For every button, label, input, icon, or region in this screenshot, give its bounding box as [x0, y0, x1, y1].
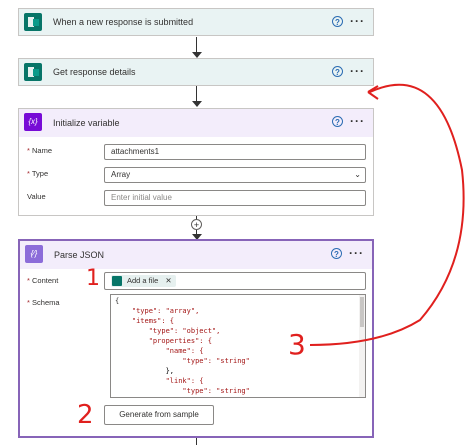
annotation-number-2: 2	[77, 400, 94, 430]
step-title: Get response details	[53, 67, 136, 77]
schema-line: "name": {	[115, 347, 204, 355]
schema-line: "type": "object",	[115, 327, 221, 335]
annotation-arrow-curve	[309, 83, 465, 346]
more-options-button[interactable]: ···	[350, 114, 365, 128]
schema-line: "type": "array",	[115, 307, 200, 315]
connector-arrow	[192, 52, 202, 58]
step-title: When a new response is submitted	[53, 17, 194, 27]
step-title: Initialize variable	[53, 118, 120, 128]
connector-line	[196, 86, 197, 104]
schema-line: },	[115, 367, 175, 375]
annotation-arrowhead	[367, 85, 379, 100]
data-operation-icon: {⁄}	[25, 245, 43, 263]
token-label: Add a file	[127, 276, 159, 285]
schema-line: {	[115, 297, 120, 305]
step-title: Parse JSON	[54, 250, 105, 260]
more-options-button[interactable]: ···	[349, 246, 364, 260]
variable-value-input[interactable]: Enter initial value	[104, 190, 366, 206]
help-icon[interactable]: ?	[331, 248, 342, 259]
help-icon[interactable]: ?	[332, 16, 343, 27]
trigger-card[interactable]: When a new response is submitted ? ···	[18, 8, 374, 36]
scrollbar[interactable]	[359, 295, 365, 397]
name-label: * Name	[27, 146, 53, 155]
value-label: Value	[27, 192, 46, 201]
schema-line: "properties": {	[115, 337, 212, 345]
schema-editor[interactable]: { "type": "array", "items": { "type": "o…	[110, 294, 366, 398]
forms-icon	[24, 63, 42, 81]
content-input[interactable]: Add a file ✕	[104, 272, 366, 290]
variable-type-select[interactable]: Array ⌄	[104, 167, 366, 183]
close-icon[interactable]: ✕	[165, 276, 172, 285]
help-icon[interactable]: ?	[332, 116, 343, 127]
type-selected-value: Array	[111, 170, 131, 179]
annotation-number-1: 1	[86, 266, 100, 291]
help-icon[interactable]: ?	[332, 66, 343, 77]
content-label: * Content	[27, 276, 59, 285]
connector-arrow	[192, 101, 202, 107]
dynamic-content-token[interactable]: Add a file ✕	[111, 275, 176, 287]
variable-name-input[interactable]: attachments1	[104, 144, 366, 160]
connector-line	[196, 438, 197, 445]
more-options-button[interactable]: ···	[350, 64, 365, 78]
schema-line: "type": "string"	[115, 387, 250, 395]
schema-label: * Schema	[27, 298, 60, 307]
schema-line: "type": "string"	[115, 357, 250, 365]
forms-icon	[112, 276, 122, 286]
get-response-details-card[interactable]: Get response details ? ···	[18, 58, 374, 86]
type-label: * Type	[27, 169, 49, 178]
connector-line	[196, 37, 197, 55]
generate-from-sample-button[interactable]: Generate from sample	[104, 405, 214, 425]
annotation-number-3: 3	[288, 328, 306, 361]
scrollbar-thumb[interactable]	[360, 297, 364, 327]
more-options-button[interactable]: ···	[350, 14, 365, 28]
insert-step-button[interactable]: +	[191, 219, 202, 230]
forms-icon	[24, 13, 42, 31]
connector-arrow	[192, 234, 202, 240]
schema-line: "link": {	[115, 377, 204, 385]
schema-line: "items": {	[115, 317, 175, 325]
variable-icon: {x}	[24, 113, 42, 131]
chevron-down-icon: ⌄	[354, 170, 361, 179]
